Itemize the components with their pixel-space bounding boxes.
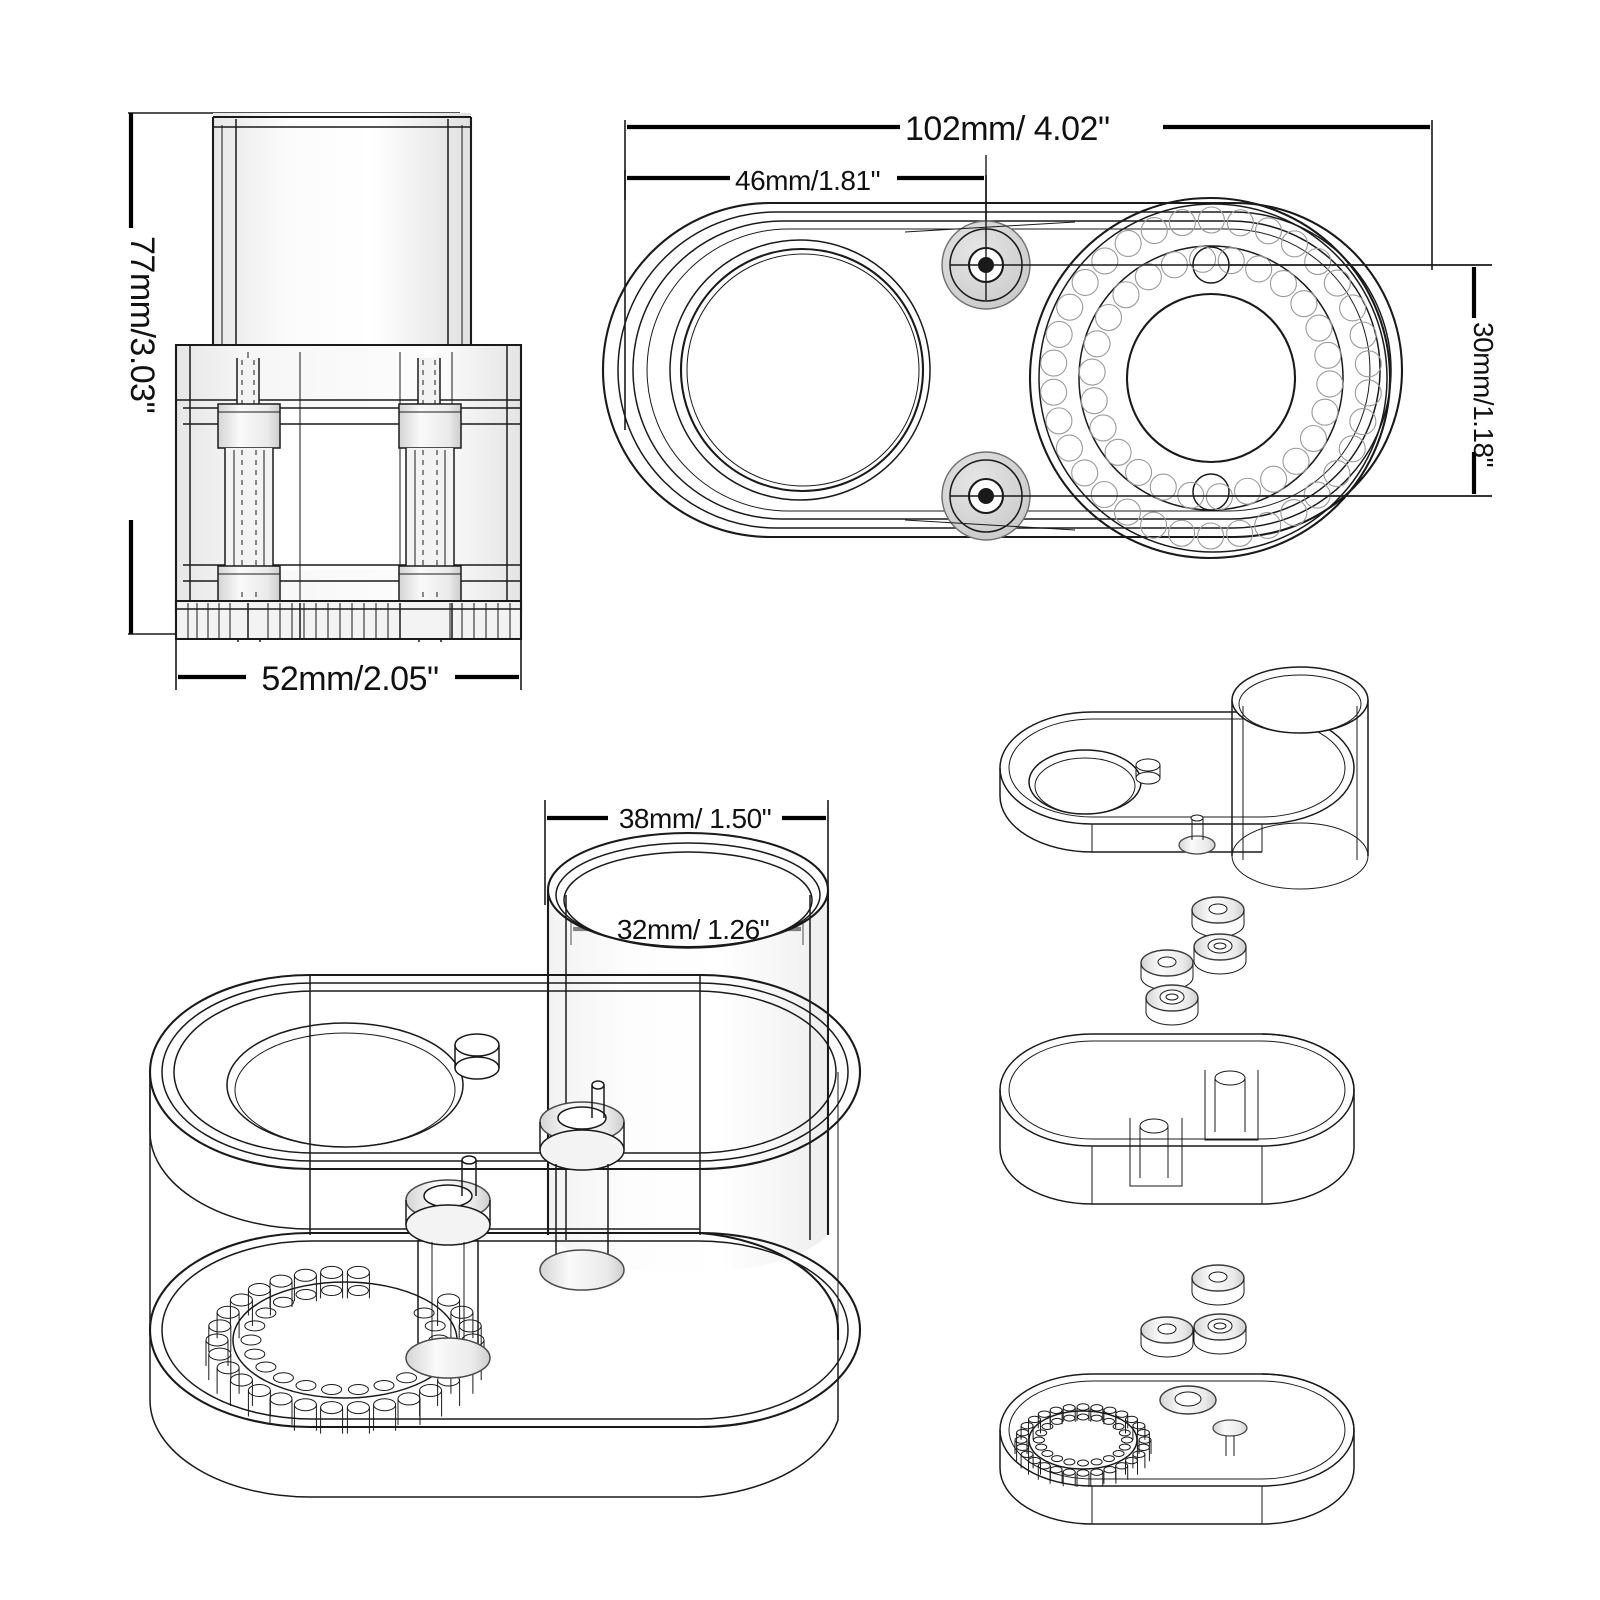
top-left-bore (669, 239, 931, 501)
top-bore-offset-dimension (624, 170, 987, 430)
washer (1193, 933, 1247, 975)
exploded-perforated-base-plate (999, 1373, 1355, 1525)
isometric-assembly-view (148, 800, 862, 1498)
front-right-shaft (398, 358, 462, 642)
dim-label-front-width: 52mm/2.05" (261, 660, 438, 698)
iso-tube (546, 831, 830, 1274)
washer (1193, 1313, 1247, 1355)
dim-label-tube-inner: 32mm/ 1.26" (617, 914, 769, 945)
iso-outer-shell (149, 975, 839, 1335)
front-knurled-flange (174, 599, 523, 641)
iso-top-plate (148, 973, 862, 1230)
iso-base-plate (148, 1231, 862, 1498)
exploded-top-plate-with-tube (999, 666, 1369, 890)
spacer-boss (1129, 1118, 1183, 1187)
dim-label-front-height: 77mm/3.03" (123, 236, 161, 413)
exploded-assembly-view (999, 666, 1369, 1525)
washer (1140, 949, 1194, 991)
dim-label-overall-length: 102mm/ 4.02" (905, 110, 1110, 148)
exploded-washer-set-upper (1140, 896, 1247, 1026)
washer (1145, 984, 1199, 1026)
dim-label-tube-outer: 38mm/ 1.50" (619, 803, 771, 834)
dim-label-thickness: 30mm/1.18" (1468, 322, 1499, 467)
washer (1191, 896, 1245, 938)
dim-label-bore-offset: 46mm/1.81" (735, 165, 880, 196)
exploded-washer-set-lower (1140, 1264, 1247, 1358)
front-left-shaft (217, 358, 281, 642)
top-plan-view (602, 120, 1492, 560)
washer (1140, 1316, 1194, 1358)
exploded-spacer-ring (999, 1033, 1355, 1205)
front-elevation-view (128, 112, 523, 690)
spacer-boss (1204, 1070, 1259, 1141)
top-perforated-hub (1028, 196, 1392, 560)
top-overall-length-dimension (624, 120, 1433, 270)
dimension-labels: 102mm/ 4.02" 46mm/1.81" 30mm/1.18" 77mm/… (123, 110, 1499, 945)
top-outer-shell (602, 201, 1403, 539)
washer (1191, 1264, 1245, 1306)
iso-internal-shafts (405, 1080, 625, 1379)
front-tube (211, 113, 473, 353)
